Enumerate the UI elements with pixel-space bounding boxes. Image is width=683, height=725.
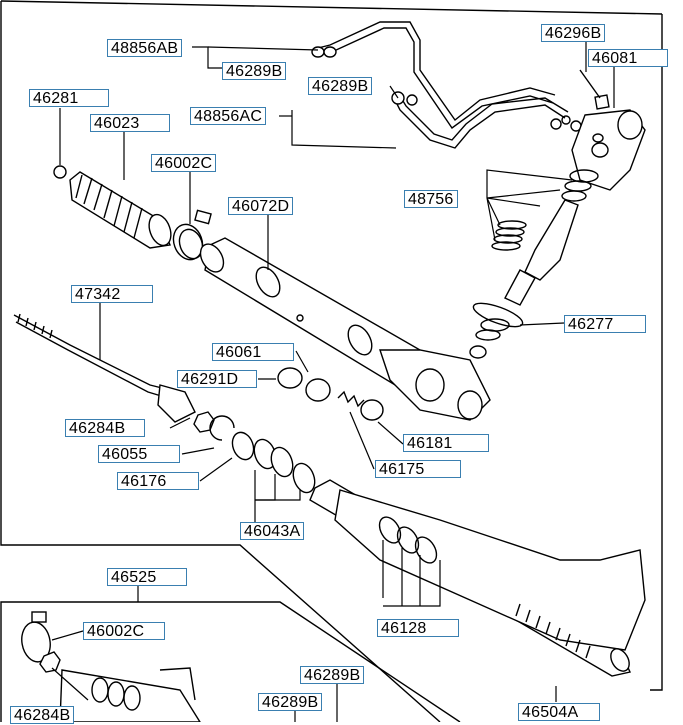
label-46289B-upper: 46289B xyxy=(222,62,287,80)
seal-ring-46176 xyxy=(231,431,255,461)
label-46289B-mid: 46289B xyxy=(308,77,373,95)
label-46296B: 46296B xyxy=(541,24,606,42)
seal-46277 xyxy=(469,302,524,359)
clamp-46002C xyxy=(172,209,212,261)
label-46023: 46023 xyxy=(90,114,170,132)
rack-end-lower xyxy=(59,667,201,722)
leader-lines xyxy=(51,42,615,722)
label-46291D: 46291D xyxy=(177,370,257,388)
label-46277: 46277 xyxy=(564,315,646,333)
pinion-valve-48756 xyxy=(491,169,599,306)
snap-ring-46055 xyxy=(209,415,235,441)
label-46002C-upper: 46002C xyxy=(151,154,217,172)
label-46055: 46055 xyxy=(98,445,180,463)
housing-tube-46072D xyxy=(199,237,491,421)
rack-assembly-46504A xyxy=(309,479,646,677)
label-46504A: 46504A xyxy=(518,703,600,721)
fittings-46296B xyxy=(550,69,610,132)
label-46284B-upper: 46284B xyxy=(65,419,145,437)
label-46175: 46175 xyxy=(375,460,461,478)
label-46289B-lower-2: 46289B xyxy=(258,693,323,711)
diagram-frame xyxy=(0,0,663,722)
label-46181: 46181 xyxy=(403,434,489,452)
label-48856AB: 48856AB xyxy=(107,39,183,57)
label-46289B-lower-1: 46289B xyxy=(300,666,365,684)
label-46002C-lower: 46002C xyxy=(83,622,165,640)
label-46176: 46176 xyxy=(117,472,199,490)
spring-46175 xyxy=(337,390,365,408)
label-47342: 47342 xyxy=(71,285,153,303)
label-46281: 46281 xyxy=(29,89,109,107)
nut-46181 xyxy=(360,399,384,421)
label-48856AC: 48856AC xyxy=(190,107,267,125)
label-46284B-lower: 46284B xyxy=(10,706,75,724)
tie-rod-47342 xyxy=(13,313,196,423)
label-46128: 46128 xyxy=(377,619,459,637)
valve-housing-46081 xyxy=(571,109,646,191)
label-46072D: 46072D xyxy=(228,197,294,215)
clamp-46002C-lower xyxy=(21,611,51,663)
label-46081: 46081 xyxy=(588,49,668,67)
label-48756: 48756 xyxy=(404,190,458,208)
bushings-46043A xyxy=(253,438,316,494)
nut-46284B-lower xyxy=(39,651,61,673)
plug-46291D xyxy=(277,367,303,389)
boot-46023 xyxy=(53,165,172,249)
label-46525: 46525 xyxy=(107,568,187,586)
label-46061: 46061 xyxy=(212,343,294,361)
rack-guide-46061 xyxy=(305,378,331,402)
pressure-line-48856AB xyxy=(311,21,556,129)
label-46043A: 46043A xyxy=(240,522,305,540)
